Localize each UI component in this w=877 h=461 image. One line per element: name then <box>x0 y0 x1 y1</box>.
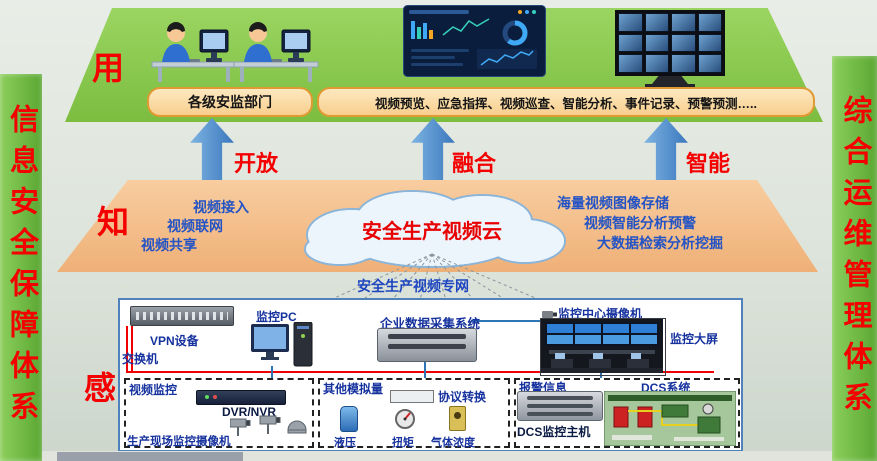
cloud-shape <box>282 183 582 276</box>
know-item-share: 视频共享 <box>141 237 197 253</box>
alarm-group <box>514 378 740 448</box>
dvr-light <box>213 395 217 399</box>
sense-tag: 感 <box>84 370 117 406</box>
dcs-host-label: DCS监控主机 <box>517 425 591 439</box>
data-collector-image <box>377 328 477 362</box>
taskbar-fragment <box>57 452 243 461</box>
up-arrow-icon <box>411 118 455 180</box>
video-monitoring-group <box>124 378 314 448</box>
collector-slot <box>388 344 466 349</box>
know-item-analysis: 视频智能分析预警 <box>584 215 696 231</box>
dcs-host-image <box>517 391 603 421</box>
torque-gauge-icon <box>394 408 416 435</box>
video-monitoring-title: 视频监控 <box>129 383 178 397</box>
arrow-label-open: 开放 <box>234 151 279 176</box>
know-item-network: 视频联网 <box>167 218 223 234</box>
right-banner: 综合运维管理体系 <box>832 56 877 461</box>
dcs-host-slot <box>527 412 593 416</box>
gas-label: 气体浓度 <box>431 437 475 449</box>
switch-label: 交换机 <box>122 352 159 366</box>
collector-slot <box>388 334 466 339</box>
protocol-converter-image <box>390 390 434 403</box>
arrow-label-fusion: 融合 <box>452 151 497 176</box>
use-tag: 用 <box>92 50 125 86</box>
left-banner: 信息安全保障体系 <box>0 74 42 461</box>
gas-sensor-lens <box>454 412 461 419</box>
site-cameras-label: 生产现场监控摄像机 <box>127 436 231 448</box>
switch-image <box>130 306 234 326</box>
private-network-label: 安全生产视频专网 <box>357 278 469 294</box>
analog-group <box>318 378 510 448</box>
big-screen-label: 监控大屏 <box>670 332 719 346</box>
gas-sensor-icon <box>449 406 466 431</box>
video-wall-base <box>645 84 695 87</box>
dashboard-image <box>403 5 546 82</box>
departments-box: 各级安监部门 <box>147 87 313 117</box>
switch-ports <box>136 312 228 320</box>
dcs-host-slot <box>527 396 593 400</box>
connector-line <box>472 320 548 322</box>
know-item-storage: 海量视频图像存储 <box>557 195 669 211</box>
center-camera-icon <box>542 307 558 325</box>
slide-bottom-strip <box>42 451 832 461</box>
analog-title: 其他模拟量 <box>323 382 384 396</box>
know-item-bigdata: 大数据检索分析挖掘 <box>597 235 723 251</box>
up-arrow-icon <box>190 118 234 180</box>
connector-line <box>271 366 273 378</box>
protocol-converter-label: 协议转换 <box>438 390 487 404</box>
site-cameras-icon <box>229 414 310 445</box>
dvr-light <box>205 395 209 399</box>
red-bus-line <box>131 326 133 373</box>
monitor-pc-image <box>250 321 314 370</box>
vpn-device-label: VPN设备 <box>150 334 199 348</box>
left-banner-text: 信息安全保障体系 <box>5 103 38 432</box>
know-tag: 知 <box>97 204 130 240</box>
worker-at-computer-icon <box>232 18 320 89</box>
connector-line <box>424 360 426 378</box>
dcs-host-slot <box>527 404 593 408</box>
dcs-screen-image <box>603 390 737 451</box>
red-bus-line <box>126 326 128 373</box>
hydraulic-label: 液压 <box>334 437 356 449</box>
monitor-pc-label: 监控PC <box>256 310 297 324</box>
torque-label: 扭矩 <box>392 437 414 449</box>
red-bus-line <box>126 371 714 373</box>
arrow-label-smart: 智能 <box>686 151 731 176</box>
know-item-access: 视频接入 <box>193 199 249 215</box>
dvr-nvr-image <box>196 390 286 405</box>
cloud-title: 安全生产视频云 <box>362 221 502 243</box>
video-wall-image <box>615 10 725 76</box>
fan-lines <box>300 252 570 307</box>
right-banner-text: 综合运维管理体系 <box>839 94 871 423</box>
worker-at-computer-icon <box>150 18 238 89</box>
center-camera-label: 监控中心摄像机 <box>558 307 643 321</box>
up-arrow-icon <box>644 118 688 180</box>
functions-box: 视频预览、应急指挥、视频巡查、智能分析、事件记录、预警预测….. <box>317 87 815 117</box>
control-room-image <box>540 318 666 376</box>
video-wall-stand <box>652 76 688 84</box>
data-collector-label: 企业数据采集系统 <box>380 317 481 331</box>
hydraulic-sensor-icon <box>340 406 358 432</box>
